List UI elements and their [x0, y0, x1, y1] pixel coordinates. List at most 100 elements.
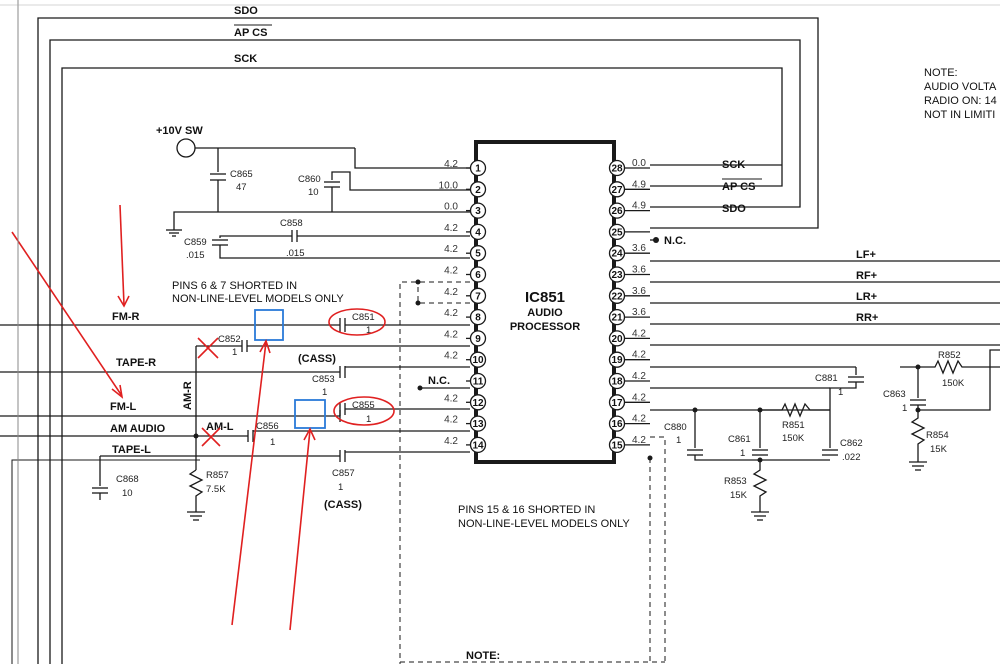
pin-number-5: 5	[475, 249, 481, 260]
pin-number-6: 6	[475, 270, 481, 281]
r854-value: 15K	[930, 444, 948, 455]
input-network	[0, 318, 470, 521]
dashed-jumpers	[399, 279, 666, 664]
pin-voltage-28: 0.0	[632, 158, 646, 169]
bus-label-sdo: SDO	[234, 5, 258, 17]
arrow-to-c856	[289, 429, 311, 631]
ic-left-pins: 14.2210.030.044.254.264.274.284.294.2104…	[439, 159, 487, 454]
pin-circle-11	[469, 372, 487, 390]
bus-label-sck: SCK	[234, 53, 257, 65]
pin-circle-16	[608, 415, 626, 432]
pin-voltage-21: 3.6	[632, 307, 646, 318]
c861-label: C861	[728, 434, 751, 445]
pin-voltage-19: 4.2	[632, 350, 646, 361]
pin-circle-25	[608, 223, 626, 241]
pin-voltage-23: 3.6	[632, 265, 646, 276]
c851-value: 1	[366, 325, 371, 336]
power-terminal	[176, 138, 196, 158]
signal-apcs: AP CS	[722, 181, 755, 193]
note-pins1516-line1: PINS 15 & 16 SHORTED IN	[458, 504, 595, 516]
c859-label: C859	[184, 237, 207, 248]
c862-value: .022	[842, 452, 861, 463]
right-filter-network	[650, 344, 1000, 521]
r851-label: R851	[782, 420, 805, 431]
pin-number-18: 18	[611, 377, 623, 388]
pin-voltage-4: 4.2	[444, 223, 458, 234]
pin-number-28: 28	[611, 164, 623, 175]
pin-voltage-6: 4.2	[444, 266, 458, 277]
pin-number-16: 16	[611, 419, 623, 430]
pin-circle-12	[469, 394, 487, 411]
pin-number-2: 2	[475, 185, 481, 196]
r851-value: 150K	[782, 433, 805, 444]
note-top-line1: AUDIO VOLTA	[924, 81, 997, 93]
pin-voltage-1: 4.2	[444, 159, 458, 170]
input-tape-r: TAPE-R	[116, 357, 156, 369]
c881-value: 1	[838, 387, 843, 398]
c856-value: 1	[270, 437, 275, 448]
pin-circle-23	[608, 266, 626, 283]
pin-circle-4	[469, 223, 487, 241]
ic-name: IC851	[525, 289, 565, 306]
pin-voltage-14: 4.2	[444, 436, 458, 447]
pin-circle-18	[608, 372, 626, 390]
r853-value: 15K	[730, 490, 748, 501]
ic-subtitle-2: PROCESSOR	[510, 321, 580, 333]
pin-circle-15	[608, 436, 626, 454]
c852-value: 1	[232, 347, 237, 358]
pin-number-8: 8	[475, 313, 481, 324]
c865-label: C865	[230, 169, 253, 180]
pin-voltage-27: 4.9	[632, 179, 646, 190]
pin-circle-20	[608, 330, 626, 347]
signal-rr: RR+	[856, 312, 878, 324]
pin-voltage-26: 4.9	[632, 201, 646, 212]
pin-number-4: 4	[475, 227, 481, 238]
pin-voltage-16: 4.2	[632, 414, 646, 425]
c881-label: C881	[815, 373, 838, 384]
pin-voltage-24: 3.6	[632, 243, 646, 254]
r857-label: R857	[206, 470, 229, 481]
c857-value: 1	[338, 482, 343, 493]
pin-circle-10	[469, 351, 487, 368]
pin-voltage-20: 4.2	[632, 328, 646, 339]
pin-circle-5	[469, 245, 487, 262]
r852-label: R852	[938, 350, 961, 361]
c865-value: 47	[236, 182, 247, 193]
input-tape-l: TAPE-L	[112, 444, 151, 456]
input-fm-r: FM-R	[112, 311, 140, 323]
c860-label: C860	[298, 174, 321, 185]
signal-sdo: SDO	[722, 203, 746, 215]
ic-subtitle-1: AUDIO	[527, 307, 563, 319]
pin-number-26: 26	[611, 206, 623, 217]
c861-value: 1	[740, 448, 745, 459]
input-am-audio: AM AUDIO	[110, 423, 166, 435]
pin-number-9: 9	[475, 334, 481, 345]
power-supply-network	[166, 138, 470, 259]
pin-voltage-2: 10.0	[439, 180, 459, 191]
pin-voltage-7: 4.2	[444, 287, 458, 298]
pin-voltage-22: 3.6	[632, 286, 646, 297]
note-bottom-heading: NOTE:	[466, 650, 500, 662]
c863-value: 1	[902, 403, 907, 414]
c852-label: C852	[218, 334, 241, 345]
pin-number-22: 22	[611, 291, 623, 302]
pin-circle-8	[469, 308, 487, 326]
c856-label: C856	[256, 421, 279, 432]
c853-value: 1	[322, 387, 327, 398]
pin-voltage-9: 4.2	[444, 329, 458, 340]
pin-circle-14	[469, 436, 487, 454]
pin-circle-27	[608, 181, 626, 198]
pin-circle-13	[469, 415, 487, 432]
pin-voltage-15: 4.2	[632, 435, 646, 446]
r852-value: 150K	[942, 378, 965, 389]
pin-number-21: 21	[611, 313, 623, 324]
c859-value: .015	[186, 250, 205, 261]
note-top-line3: NOT IN LIMITI	[924, 109, 995, 121]
highlight-ellipse-c851	[328, 308, 386, 336]
r854-label: R854	[926, 430, 949, 441]
pin-number-17: 17	[611, 398, 623, 409]
note-top-line2: RADIO ON: 14	[924, 95, 997, 107]
pin-number-1: 1	[475, 164, 481, 175]
highlight-box-c852	[254, 309, 284, 341]
note-pins67-line2: NON-LINE-LEVEL MODELS ONLY	[172, 293, 344, 305]
